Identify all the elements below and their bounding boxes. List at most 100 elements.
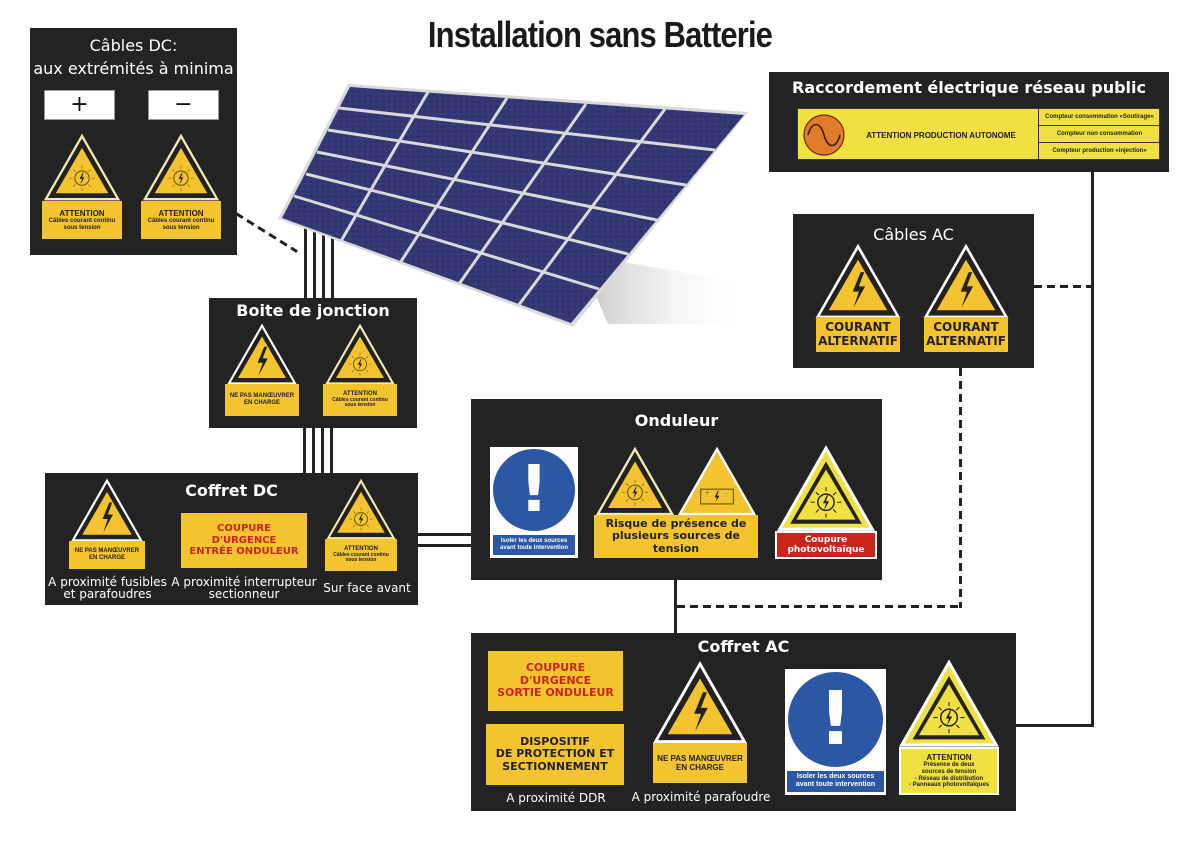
photovoltaic-warning-icon [42, 132, 122, 202]
meter-non-consumption: Compteur non consommation [1039, 125, 1160, 142]
isolate-sources-mandatory-sign: ! Isoler les deux sources avant toute in… [785, 669, 886, 795]
photovoltaic-warning-icon [323, 322, 397, 386]
sign-line: Câbles courant continu [147, 217, 215, 224]
sign-line: Câbles courant continu [48, 217, 116, 224]
junction-box-panel: Boite de jonction NE PAS MANŒUVRER EN CH… [209, 298, 417, 428]
junction-box-title: Boite de jonction [236, 301, 390, 320]
grid-connection-panel: Raccordement électrique réseau public AT… [769, 72, 1169, 172]
dc-cables-title-line2: aux extrémités à minima [33, 59, 234, 78]
sign-line: NE PAS MANŒUVRER [74, 548, 140, 555]
autonomous-production-label: ATTENTION PRODUCTION AUTONOME Compteur c… [797, 108, 1160, 160]
ac-box-title: Coffret AC [697, 637, 790, 656]
caption-surge-protector: A proximité parafoudre [631, 790, 771, 804]
sign-title: ATTENTION [158, 208, 204, 218]
plate-line: COUPURE [217, 523, 271, 535]
emergency-cutoff-inverter-input-plate: COUPURE D'URGENCE ENTRÉE ONDULEUR [181, 513, 307, 568]
exclamation-mandatory-icon: ! [818, 676, 853, 762]
ac-cable-dashed-v [959, 368, 962, 608]
high-voltage-icon [813, 242, 903, 320]
high-voltage-icon [651, 659, 749, 745]
panel-wire-3 [322, 228, 325, 300]
junction-wire-1 [303, 428, 306, 474]
inverter-panel: Onduleur ! Isoler les deux sources avant… [471, 399, 882, 580]
plate-line: D'URGENCE [211, 534, 277, 546]
junction-wire-4 [330, 428, 333, 474]
junction-wire-2 [312, 428, 315, 474]
autonomous-production-text: ATTENTION PRODUCTION AUTONOME [866, 130, 1016, 140]
ac-cable-dashed-h [677, 605, 961, 608]
sign-line: ALTERNATIF [818, 333, 898, 348]
sign-line: ALTERNATIF [926, 333, 1006, 348]
isolate-sources-mandatory-sign: ! Isoler les deux sources avant toute in… [490, 447, 578, 558]
high-voltage-icon [69, 477, 145, 543]
photovoltaic-warning-icon [594, 445, 676, 517]
plate-line: ENTRÉE ONDULEUR [189, 546, 299, 558]
ac-cables-panel: Câbles AC COURANT ALTERNATIF COURANT ALT… [793, 214, 1034, 368]
grid-connection-v [1091, 172, 1094, 727]
sign-line: COURANT [933, 319, 999, 334]
photovoltaic-warning-icon [897, 657, 1001, 749]
photovoltaic-warning-icon [141, 132, 221, 202]
junction-wire-3 [321, 428, 324, 474]
minus-polarity-label: − [148, 90, 219, 120]
two-sources-attention-sign: ATTENTION Présence de deux sources de te… [897, 657, 1001, 797]
dc-cable-warning-sign-minus: ATTENTION Câbles courant continu sous te… [141, 132, 221, 240]
sign-line: sous tension [63, 224, 101, 231]
sign-line: sous tension [344, 402, 376, 409]
multiple-sources-warning-sign: Risque de présence de plusieurs sources … [594, 445, 758, 560]
panel-wire-4 [331, 228, 334, 300]
sign-line: Câbles courant continu [332, 396, 388, 403]
ac-sine-circle-icon [803, 114, 845, 156]
ac-cables-title: Câbles AC [873, 225, 954, 244]
sign-line: EN CHARGE [88, 555, 125, 561]
do-not-operate-sign: NE PAS MANŒUVRER EN CHARGE [69, 477, 145, 571]
sign-title: ATTENTION [344, 545, 378, 552]
solar-panel-image [278, 84, 748, 334]
sign-line: Câbles courant continu [333, 551, 389, 558]
dc-box-panel: Coffret DC NE PAS MANŒUVRER EN CHARGE CO… [45, 473, 418, 605]
dc-to-inverter-wire-2 [418, 544, 472, 547]
do-not-operate-sign: NE PAS MANŒUVRER EN CHARGE [651, 659, 749, 787]
photovoltaic-warning-icon [775, 443, 877, 533]
meter-consumption: Compteur consommation «Soutirage» [1045, 113, 1154, 120]
panel-wire-2 [313, 228, 316, 300]
sign-line: COURANT [825, 319, 891, 334]
high-voltage-icon [921, 242, 1011, 320]
caption-switch: A proximité interrupteur sectionneur [171, 575, 317, 601]
plus-polarity-label: + [44, 90, 115, 120]
sign-title: ATTENTION [59, 208, 105, 218]
sign-line: sous tension [345, 557, 377, 564]
sign-line: sous tension [162, 224, 200, 231]
dc-cable-warning-sign: ATTENTION Câbles courant continu sous te… [325, 477, 397, 573]
sign-line: NE PAS MANŒUVRER [229, 393, 295, 400]
photovoltaic-warning-icon [325, 477, 397, 541]
ac-box-panel: Coffret AC COUPURE D'URGENCE SORTIE ONDU… [471, 633, 1016, 811]
meter-production: Compteur production «injection» [1039, 142, 1160, 159]
sign-title: ATTENTION [343, 390, 377, 397]
grid-connection-title: Raccordement électrique réseau public [792, 78, 1146, 97]
high-voltage-icon [225, 322, 299, 386]
grid-connection-h [1014, 724, 1094, 727]
inverter-title: Onduleur [634, 411, 719, 430]
caption-front-face: Sur face avant [323, 581, 411, 595]
caption-fuses: A proximité fusibles et parafoudres [48, 575, 167, 601]
protection-device-plate: DISPOSITIF DE PROTECTION ET SECTIONNEMEN… [486, 724, 624, 785]
inverter-to-ac-wire [674, 580, 677, 634]
ac-current-sign-1: COURANT ALTERNATIF [813, 242, 903, 354]
page-title: Installation sans Batterie [427, 14, 773, 55]
sign-line: EN CHARGE [243, 400, 280, 406]
battery-warning-icon [676, 445, 758, 517]
emergency-cutoff-inverter-output-plate: COUPURE D'URGENCE SORTIE ONDULEUR [488, 651, 623, 711]
exclamation-mandatory-icon: ! [519, 453, 549, 527]
dc-cable-warning-sign: ATTENTION Câbles courant continu sous te… [323, 322, 397, 417]
dc-to-inverter-wire-1 [418, 533, 472, 536]
ac-current-sign-2: COURANT ALTERNATIF [921, 242, 1011, 354]
ac-cable-dashed-right [1034, 285, 1092, 288]
dc-cables-title-line1: Câbles DC: [89, 36, 178, 55]
dc-box-title: Coffret DC [185, 481, 278, 500]
panel-wire-1 [304, 228, 307, 300]
do-not-operate-sign: NE PAS MANŒUVRER EN CHARGE [225, 322, 299, 417]
dc-cable-warning-sign-plus: ATTENTION Câbles courant continu sous te… [42, 132, 122, 240]
pv-cutoff-sign: Coupure photovoltaïque [775, 443, 877, 561]
dc-cables-panel: Câbles DC: aux extrémités à minima + − A… [30, 28, 237, 255]
